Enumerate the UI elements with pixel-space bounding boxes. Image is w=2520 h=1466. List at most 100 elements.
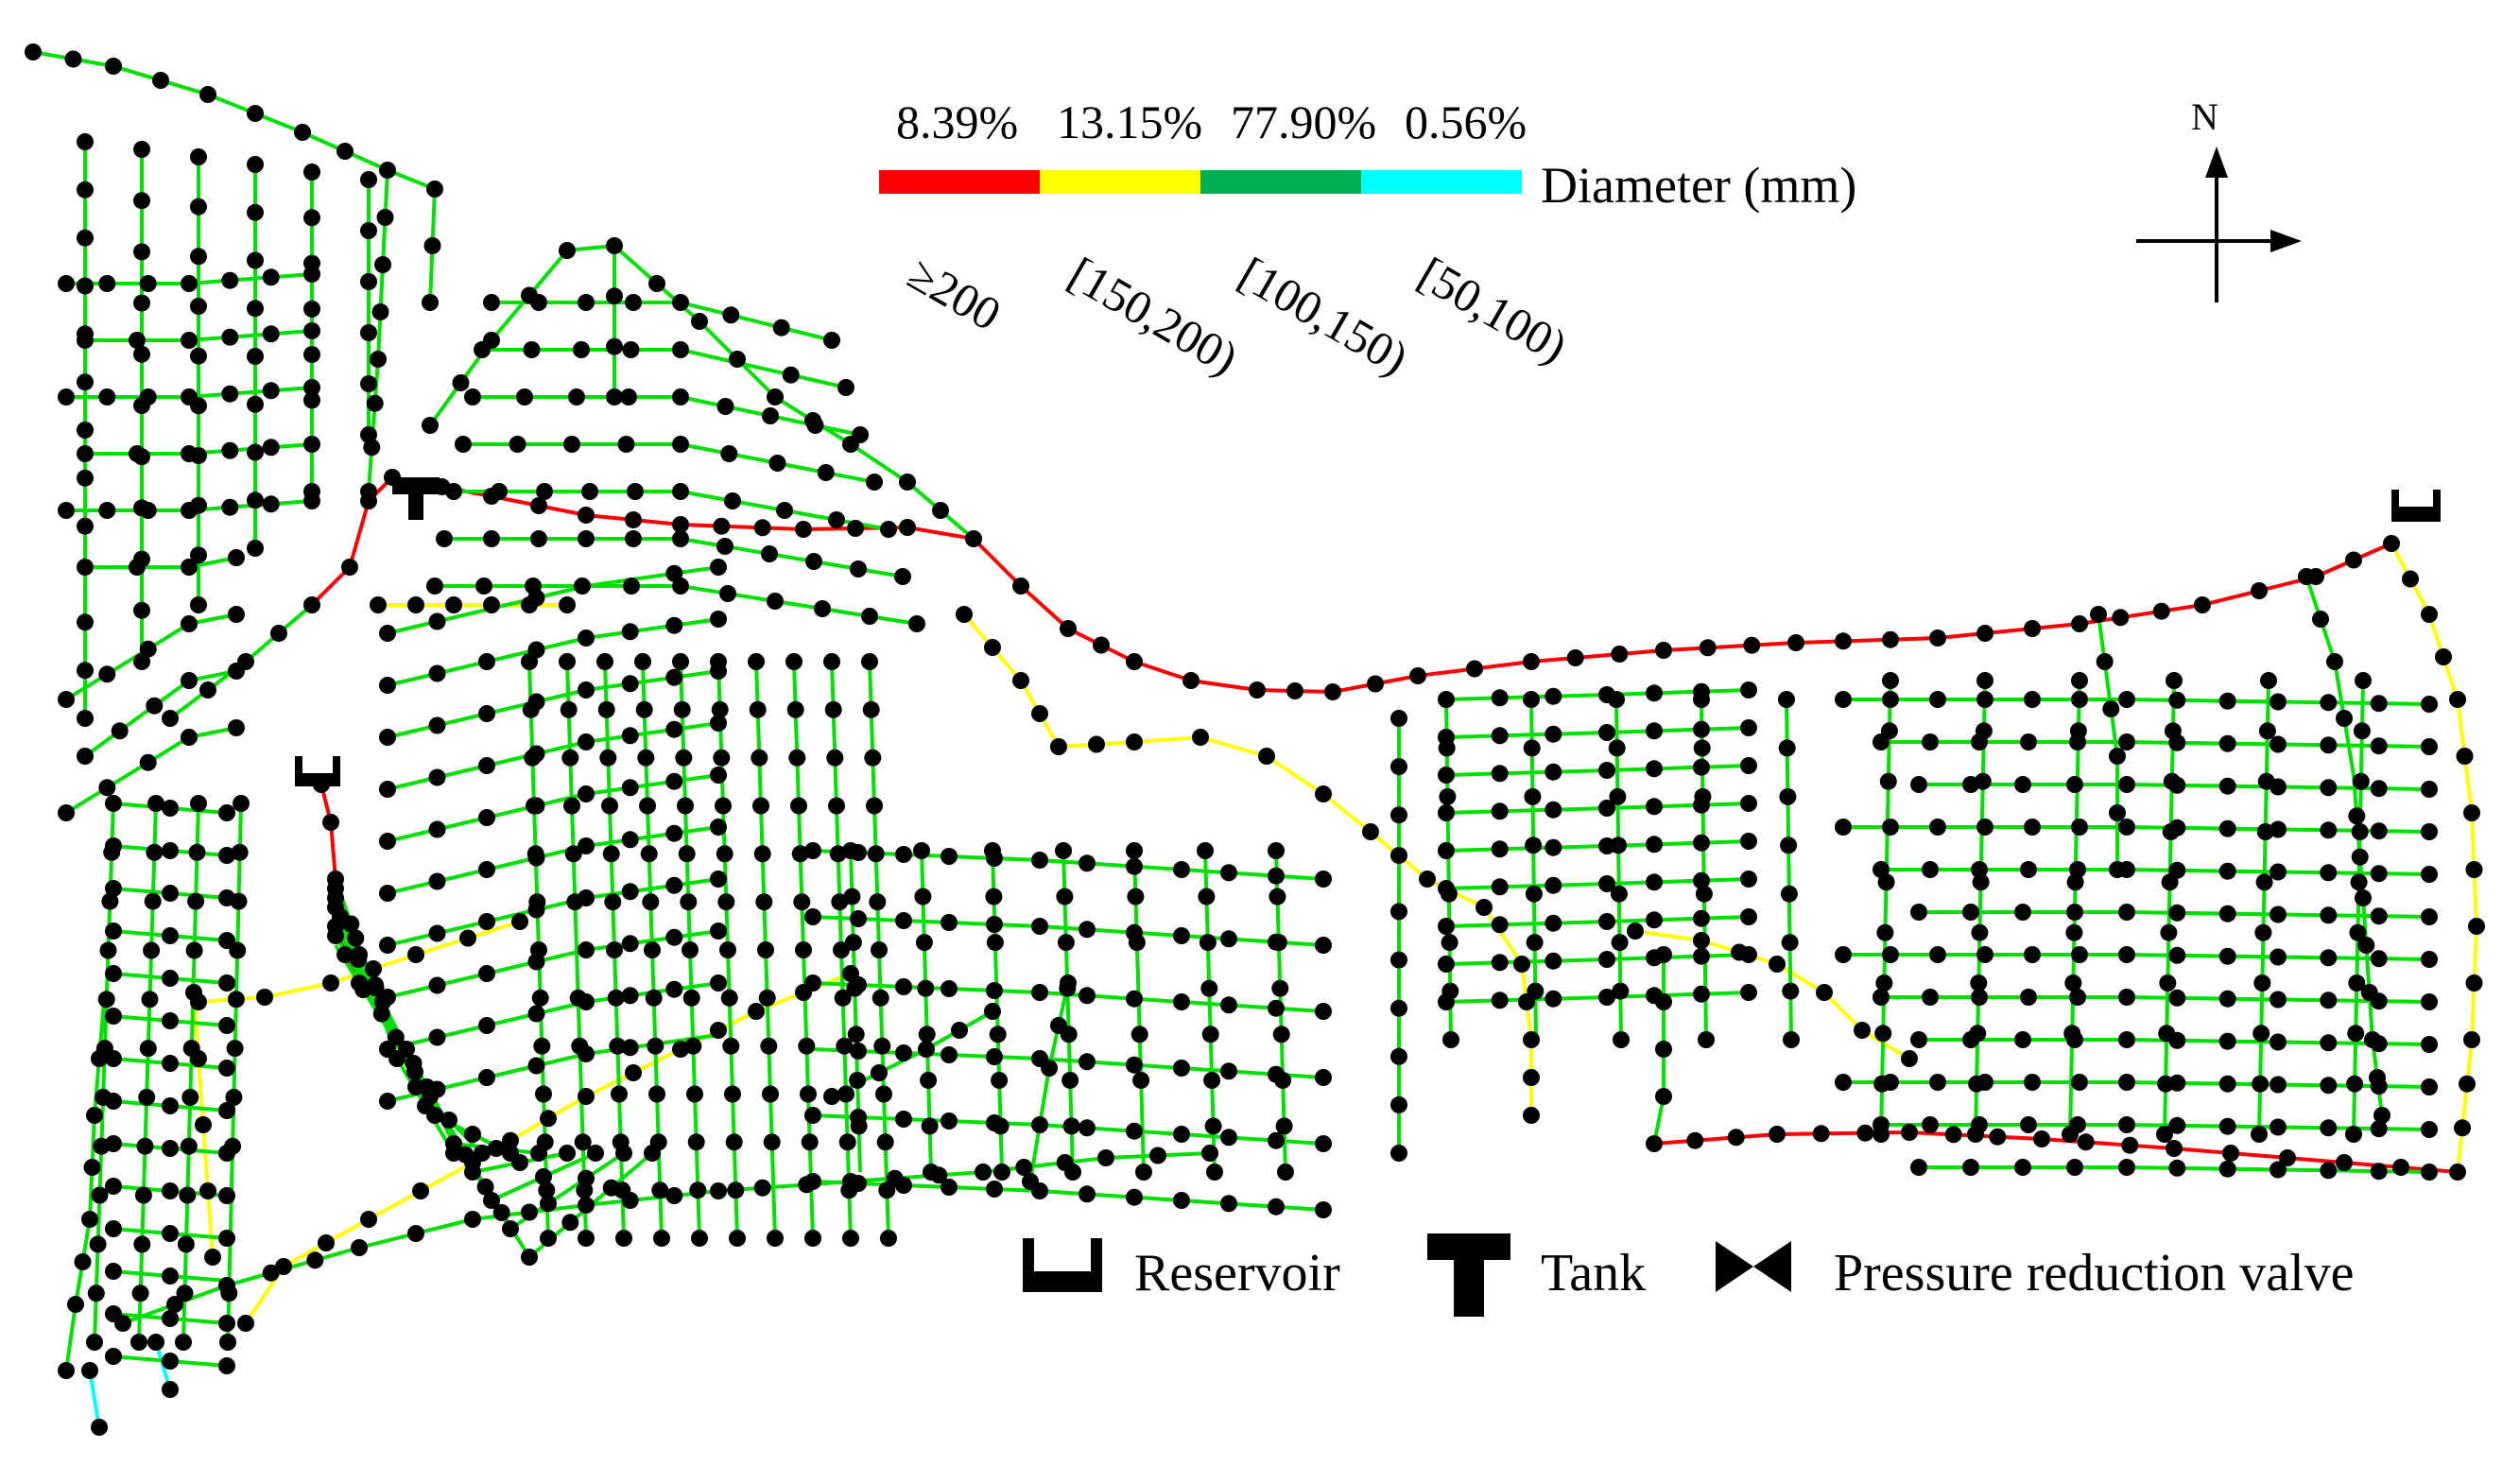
junction-node bbox=[782, 366, 800, 384]
junction-node bbox=[365, 960, 382, 977]
junction-node bbox=[1922, 1116, 1939, 1133]
junction-node bbox=[672, 578, 689, 595]
junction-node bbox=[1220, 1062, 1237, 1080]
junction-node bbox=[1268, 1131, 1285, 1149]
junction-node bbox=[767, 593, 784, 610]
junction-node bbox=[561, 1214, 579, 1232]
junction-node bbox=[1976, 672, 1994, 689]
junction-node bbox=[1041, 1060, 1058, 1077]
junction-node bbox=[77, 181, 94, 198]
junction-node bbox=[1079, 987, 1096, 1005]
junction-node bbox=[105, 1263, 122, 1280]
junction-node bbox=[1062, 1071, 1079, 1089]
junction-node bbox=[1545, 952, 1562, 970]
junction-node bbox=[1203, 1071, 1221, 1089]
junction-node bbox=[379, 677, 396, 694]
junction-node bbox=[965, 530, 982, 547]
pipe-trunk-north bbox=[680, 523, 804, 531]
junction-node bbox=[895, 1177, 912, 1194]
junction-node bbox=[634, 653, 651, 670]
junction-node bbox=[846, 979, 864, 997]
junction-node bbox=[1695, 885, 1713, 903]
junction-node bbox=[474, 1145, 491, 1162]
junction-node bbox=[2071, 1074, 2088, 1091]
junction-node bbox=[237, 653, 254, 670]
junction-node bbox=[77, 559, 94, 576]
junction-node bbox=[2118, 1031, 2135, 1048]
junction-node bbox=[95, 1088, 112, 1106]
junction-node bbox=[2251, 582, 2268, 599]
junction-node bbox=[1693, 758, 1710, 776]
junction-node bbox=[878, 1181, 896, 1199]
junction-node bbox=[1782, 982, 1800, 1000]
junction-node bbox=[564, 845, 582, 863]
junction-node bbox=[1929, 691, 1946, 708]
junction-node bbox=[2014, 1031, 2031, 1048]
junction-node bbox=[182, 1040, 200, 1058]
junction-node bbox=[772, 319, 790, 336]
junction-node bbox=[1390, 847, 1407, 864]
junction-node bbox=[2158, 1025, 2176, 1043]
junction-node bbox=[2218, 819, 2236, 837]
junction-node bbox=[2326, 653, 2343, 670]
junction-node bbox=[337, 946, 354, 963]
junction-node bbox=[606, 287, 623, 305]
junction-node bbox=[147, 1334, 164, 1351]
junction-node bbox=[1097, 1149, 1114, 1166]
junction-node bbox=[1910, 1159, 1927, 1176]
junction-node bbox=[1609, 787, 1627, 805]
junction-node bbox=[77, 422, 94, 439]
junction-node bbox=[790, 797, 807, 815]
junction-node bbox=[162, 710, 179, 727]
pipe-west-cross bbox=[264, 981, 332, 999]
junction-node bbox=[710, 1182, 727, 1199]
junction-node bbox=[871, 941, 888, 958]
junction-node bbox=[146, 697, 164, 715]
junction-node bbox=[606, 237, 623, 254]
junction-node bbox=[475, 578, 492, 595]
junction-node bbox=[2218, 777, 2236, 795]
junction-node bbox=[2421, 1164, 2438, 1181]
junction-node bbox=[1835, 1074, 1852, 1091]
junction-node bbox=[2194, 596, 2211, 613]
junction-node bbox=[247, 395, 264, 413]
junction-node bbox=[1882, 691, 1899, 708]
junction-node bbox=[627, 483, 644, 500]
junction-node bbox=[1545, 801, 1562, 819]
pipe-trunk-north bbox=[1937, 622, 2080, 640]
pressure-reduction-valve-label: Pressure reduction valve bbox=[1834, 1244, 2355, 1302]
junction-node bbox=[2370, 950, 2388, 968]
junction-node bbox=[1693, 909, 1710, 927]
junction-node bbox=[89, 1235, 107, 1253]
junction-node bbox=[2090, 606, 2107, 623]
junction-node bbox=[1128, 934, 1146, 952]
junction-node bbox=[133, 243, 150, 261]
junction-node bbox=[379, 162, 396, 179]
junction-node bbox=[597, 700, 615, 718]
junction-node bbox=[1882, 672, 1899, 689]
junction-node bbox=[1740, 757, 1757, 774]
junction-node bbox=[640, 845, 658, 863]
junction-node bbox=[86, 1334, 103, 1351]
junction-node bbox=[530, 497, 547, 514]
junction-node bbox=[758, 989, 776, 1007]
junction-node bbox=[1922, 861, 1939, 878]
junction-node bbox=[804, 1230, 821, 1247]
junction-node bbox=[1268, 1198, 1285, 1216]
junction-node bbox=[665, 616, 683, 634]
junction-node bbox=[2421, 823, 2438, 840]
junction-node bbox=[1740, 833, 1757, 850]
junction-node bbox=[2421, 606, 2438, 623]
pipe-ecentral-row bbox=[1445, 806, 1608, 815]
junction-node bbox=[2270, 863, 2287, 881]
junction-node bbox=[673, 700, 691, 718]
junction-node bbox=[101, 892, 119, 910]
junction-node bbox=[1135, 1164, 1152, 1181]
junction-node bbox=[1873, 1075, 1891, 1093]
junction-node bbox=[105, 1220, 122, 1237]
junction-node bbox=[219, 1334, 236, 1351]
junction-node bbox=[478, 757, 495, 774]
junction-node bbox=[918, 1041, 935, 1058]
junction-node bbox=[1390, 999, 1407, 1017]
junction-node bbox=[653, 1230, 670, 1247]
